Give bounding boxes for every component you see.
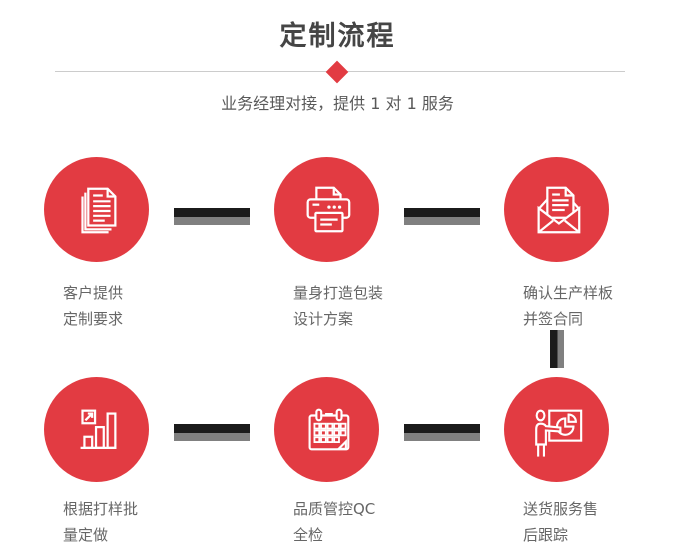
- connector-step2-step3: [404, 208, 480, 225]
- step-3-label-line1: 确认生产样板: [523, 284, 614, 302]
- step-6-label-line2: 后跟踪: [523, 526, 569, 544]
- step-2-label-line2: 设计方案: [293, 310, 354, 328]
- connector-step3-step6: [550, 330, 564, 368]
- step-1-label-line2: 定制要求: [63, 310, 124, 328]
- documents-icon: [80, 187, 116, 233]
- step-1-circle: [44, 157, 149, 262]
- step-6-circle: [504, 377, 609, 482]
- step-2-label: 量身打造包装 设计方案: [293, 280, 383, 332]
- step-5-circle: [274, 377, 379, 482]
- step-5-label-line1: 品质管控QC: [293, 500, 376, 518]
- step-3-label: 确认生产样板 并签合同: [523, 280, 613, 332]
- printer-icon: [306, 186, 350, 232]
- calendar-icon: [308, 408, 349, 450]
- step-5-label: 品质管控QC 全检: [293, 496, 375, 548]
- step-1-label: 客户提供 定制要求: [63, 280, 123, 332]
- connector-step4-step5: [174, 424, 250, 441]
- presenter-icon: [534, 409, 582, 457]
- page-subtitle: 业务经理对接，提供 1 对 1 服务: [221, 94, 454, 113]
- connector-step1-step2: [174, 208, 250, 225]
- step-2-circle: [274, 157, 379, 262]
- step-4-label: 根据打样批 量定做: [63, 496, 138, 548]
- page-title: 定制流程: [279, 21, 396, 52]
- step-6-label: 送货服务售 后跟踪: [523, 496, 598, 548]
- step-3-circle: [504, 157, 609, 262]
- diamond-icon: [325, 60, 349, 84]
- step-5-label-line2: 全检: [293, 526, 324, 544]
- step-4-label-line2: 量定做: [63, 526, 109, 544]
- step-4-circle: [44, 377, 149, 482]
- step-3-label-line2: 并签合同: [523, 310, 584, 328]
- step-4-label-line1: 根据打样批: [63, 500, 139, 518]
- step-2-label-line1: 量身打造包装: [293, 284, 384, 302]
- step-1-label-line1: 客户提供: [63, 284, 124, 302]
- connector-step5-step6: [404, 424, 480, 441]
- step-6-label-line1: 送货服务售: [523, 500, 599, 518]
- bar-chart-icon: [80, 409, 116, 449]
- envelope-icon: [537, 186, 580, 233]
